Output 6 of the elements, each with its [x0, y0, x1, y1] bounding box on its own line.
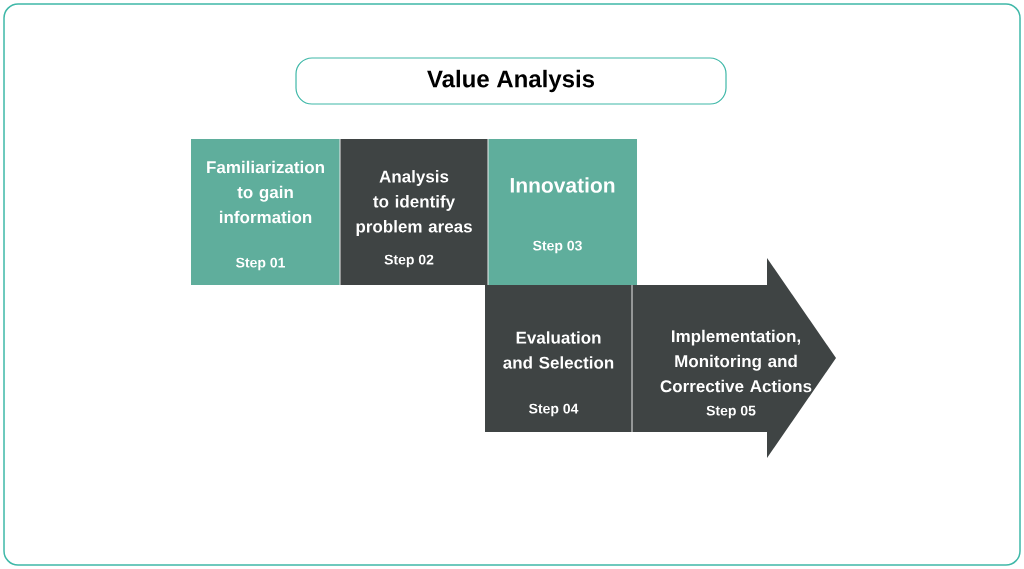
node-label: Implementation, Monitoring and Corrective Actions	[660, 329, 812, 393]
step-arrow-box: Implementation, Monitoring and Corrective Actions Step 05	[632, 258, 836, 458]
title-banner: Value Analysis	[295, 57, 727, 105]
node-label: Step 04	[529, 403, 579, 417]
node-label: Step 05	[706, 405, 756, 419]
node-label: Evaluation and Selection	[503, 331, 614, 369]
